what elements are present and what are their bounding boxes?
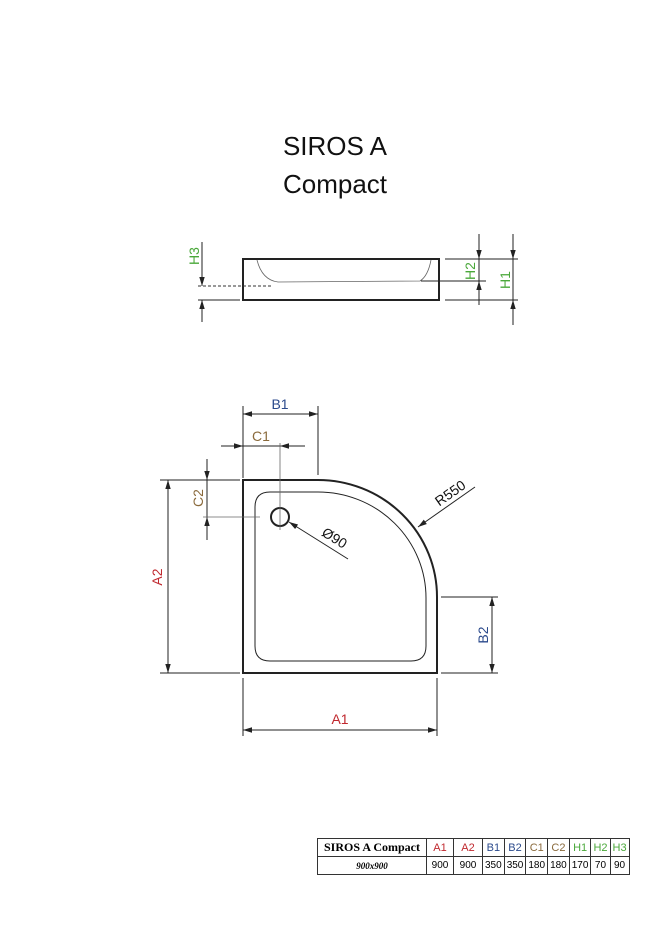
side-view: H3 H2 H1	[186, 234, 518, 325]
c1-label: C1	[252, 428, 270, 444]
value-a1: 900	[426, 856, 454, 875]
col-b1: B1	[482, 838, 505, 857]
tray-side-basin	[256, 259, 432, 283]
col-b2: B2	[503, 838, 527, 857]
product-name: SIROS A Compact	[317, 838, 427, 857]
h1-label: H1	[497, 271, 513, 289]
value-c2: 180	[547, 856, 570, 875]
drain-diameter-label: Ø90	[319, 524, 350, 552]
tray-side-outline	[242, 258, 440, 301]
h2-label: H2	[462, 262, 478, 280]
top-view: B1 C1 C2 A2 A1 B2 R550 Ø90	[149, 396, 498, 736]
radius-leader	[417, 486, 476, 528]
value-b2: 350	[503, 856, 527, 875]
table-header-row: SIROS A Compact A1 A2 B1 B2 C1 C2 H1 H2 …	[317, 838, 630, 857]
value-a2: 900	[453, 856, 483, 875]
a1-label: A1	[331, 711, 348, 727]
b2-label: B2	[475, 626, 491, 643]
col-h2: H2	[590, 838, 611, 857]
size-cell: 900x900	[317, 856, 427, 875]
value-h3: 90	[609, 856, 630, 875]
a2-label: A2	[149, 568, 165, 585]
table-row: 900x900 900 900 350 350 180 180 170 70 9…	[317, 856, 630, 875]
col-c1: C1	[525, 838, 549, 857]
h3-label: H3	[186, 247, 202, 265]
title-line-1: SIROS A	[283, 131, 388, 161]
b1-label: B1	[271, 396, 288, 412]
value-c1: 180	[525, 856, 549, 875]
col-c2: C2	[547, 838, 570, 857]
title-line-2: Compact	[283, 169, 388, 199]
col-a1: A1	[426, 838, 454, 857]
tray-outline	[242, 479, 438, 674]
tray-basin	[254, 491, 427, 662]
col-h1: H1	[568, 838, 592, 857]
c2-label: C2	[190, 489, 206, 507]
col-h3: H3	[609, 838, 630, 857]
value-h1: 170	[568, 856, 592, 875]
value-b1: 350	[482, 856, 505, 875]
col-a2: A2	[453, 838, 483, 857]
dimensions-table: SIROS A Compact A1 A2 B1 B2 C1 C2 H1 H2 …	[317, 838, 630, 875]
value-h2: 70	[590, 856, 611, 875]
drain-leader	[288, 521, 349, 560]
